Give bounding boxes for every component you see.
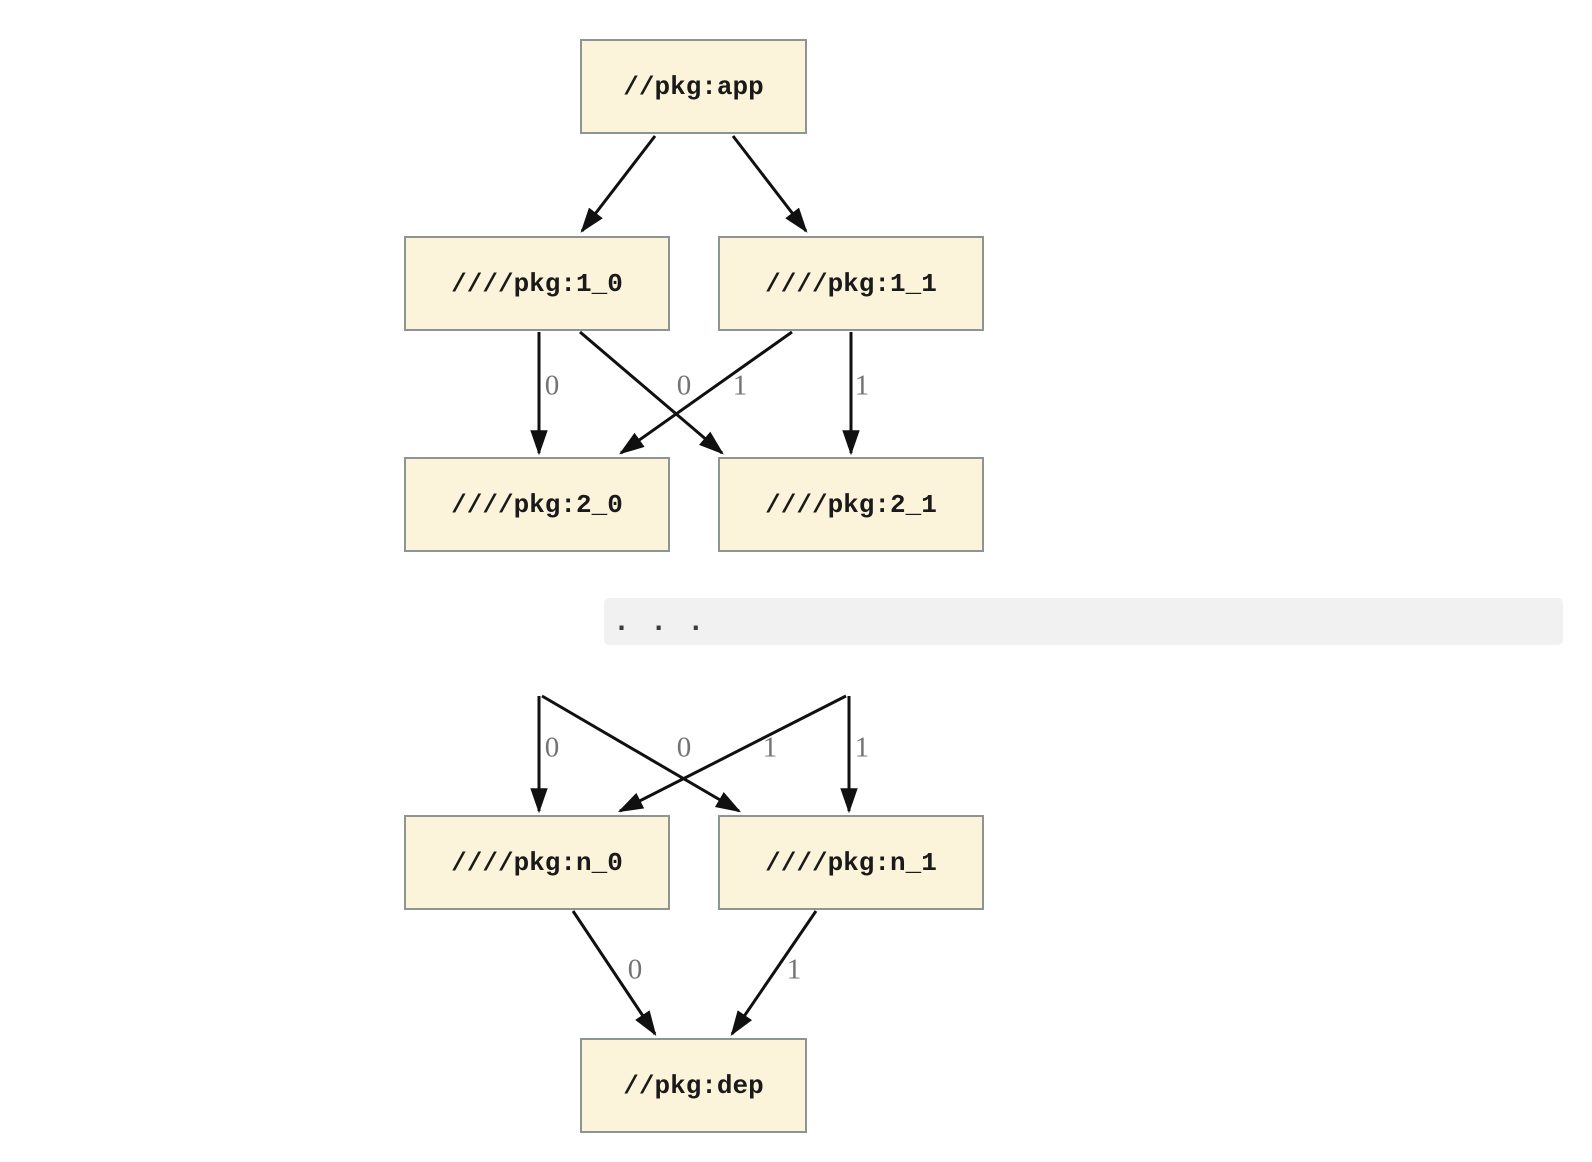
- node-app: //pkg:app: [580, 39, 807, 134]
- ellipsis-band: . . .: [604, 598, 1563, 645]
- edge-arrow: [731, 135, 808, 233]
- node-ln-0: ////pkg:n_0: [404, 815, 670, 910]
- edge-label: 0: [676, 731, 692, 764]
- node-l1-1: ////pkg:1_1: [718, 236, 984, 331]
- node-l1-0: ////pkg:1_0: [404, 236, 670, 331]
- edge-label: 0: [544, 731, 560, 764]
- edge-label: 1: [854, 369, 870, 402]
- edge-arrow: [580, 135, 657, 233]
- edge-label: 0: [627, 953, 643, 986]
- edge-label: 0: [544, 369, 560, 402]
- edge-arrow: [541, 694, 742, 813]
- edge-label: 1: [854, 731, 870, 764]
- edge-arrow: [571, 910, 657, 1036]
- edge-label: 1: [732, 369, 748, 402]
- edge-arrow: [730, 910, 818, 1036]
- ellipsis-text: . . .: [614, 607, 707, 636]
- node-l2-1: ////pkg:2_1: [718, 457, 984, 552]
- edge-arrow: [579, 330, 724, 455]
- edge-arrow: [619, 330, 793, 455]
- edge-label: 1: [786, 953, 802, 986]
- edge-arrow: [617, 694, 847, 813]
- edge-label: 0: [676, 369, 692, 402]
- node-l2-0: ////pkg:2_0: [404, 457, 670, 552]
- node-dep: //pkg:dep: [580, 1038, 807, 1133]
- edge-label: 1: [762, 731, 778, 764]
- node-ln-1: ////pkg:n_1: [718, 815, 984, 910]
